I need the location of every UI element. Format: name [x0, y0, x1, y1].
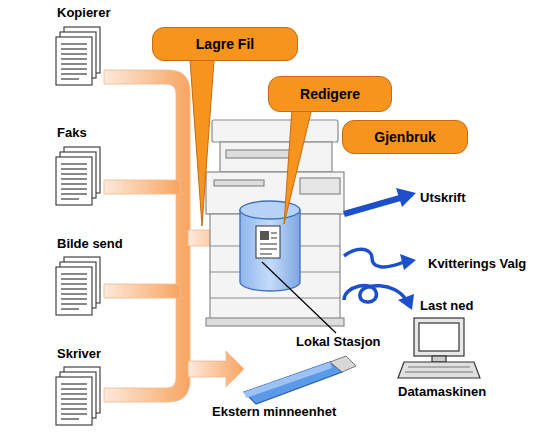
label: Bilde send: [57, 236, 123, 252]
label: Kopierer: [57, 5, 110, 21]
computer-icon: [398, 318, 480, 378]
label: Faks: [57, 125, 87, 141]
local-drive: [240, 201, 300, 291]
label: Last ned: [420, 298, 473, 314]
label: Utskrift: [420, 190, 466, 206]
callout-box: Lagre Fil: [152, 27, 298, 61]
label: Ekstern minneenhet: [212, 404, 336, 420]
document-stack: [56, 27, 100, 425]
leader-line: [262, 262, 336, 333]
mfp-device: [206, 120, 344, 326]
callout-box: Gjenbruk: [342, 120, 468, 154]
callout-text: Redigere: [300, 86, 360, 102]
label: Datamaskinen: [398, 384, 486, 400]
callout-box: Redigere: [268, 76, 392, 112]
label: Kvitterings Valg: [428, 256, 526, 272]
callout-text: Lagre Fil: [196, 36, 254, 52]
label: Skriver: [57, 346, 101, 362]
usb-stick: [244, 356, 356, 404]
output-arrow: [344, 188, 416, 310]
label: Lokal Stasjon: [296, 334, 381, 350]
callout-text: Gjenbruk: [374, 129, 435, 145]
